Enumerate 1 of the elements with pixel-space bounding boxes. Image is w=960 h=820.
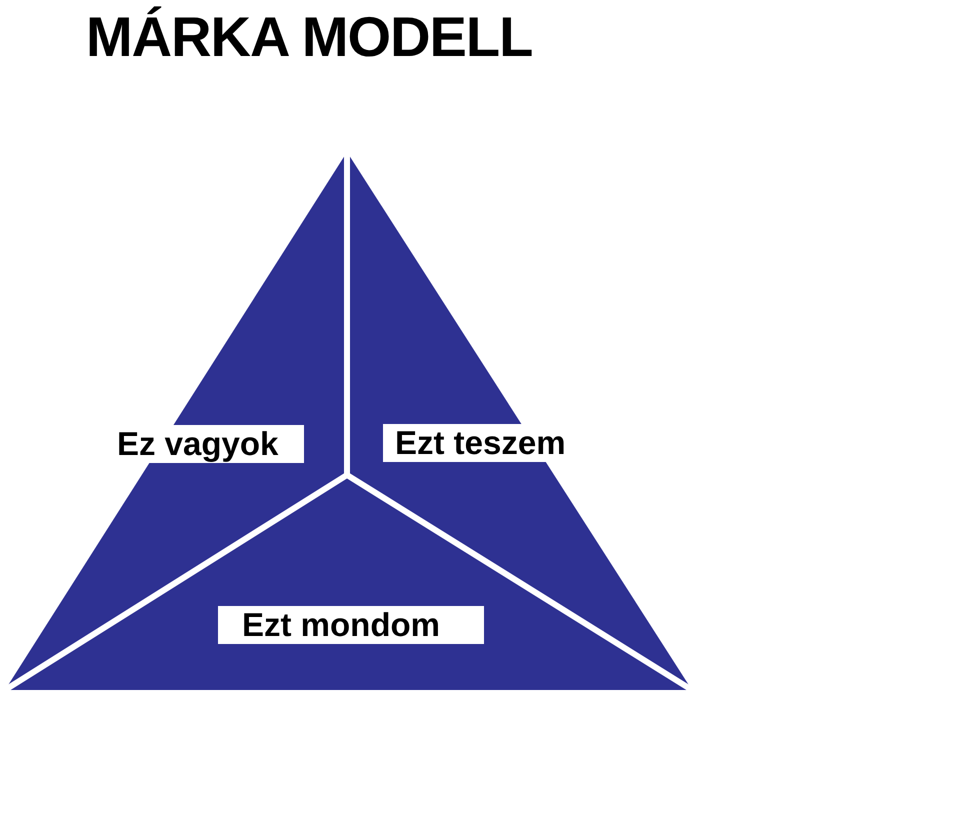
- title: MÁRKA MODELL: [86, 4, 532, 69]
